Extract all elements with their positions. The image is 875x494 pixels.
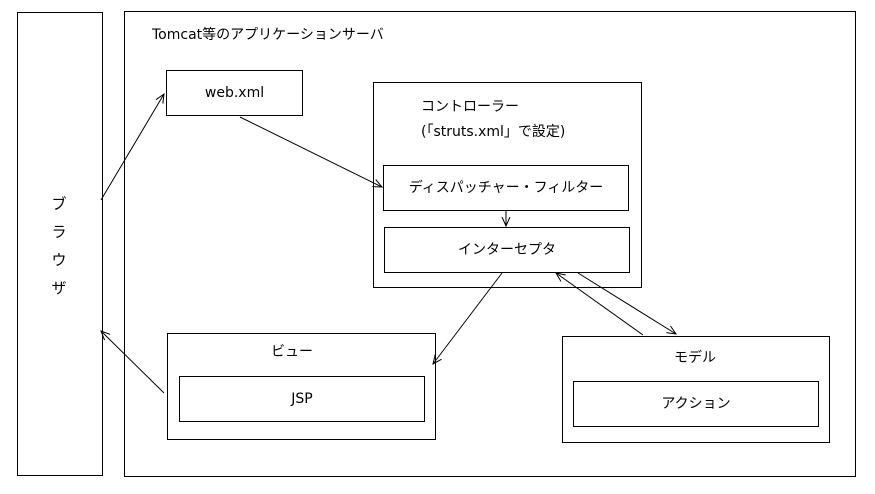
arrow-browser-to-webxml	[100, 94, 164, 201]
action-label: アクション	[661, 396, 731, 412]
arrow-interceptor-to-view	[433, 272, 503, 364]
webxml-box: web.xml	[166, 70, 303, 116]
controller-note: (「struts.xml」で設定)	[421, 124, 566, 140]
jsp-label: JSP	[291, 391, 313, 407]
controller-label: コントローラー	[421, 99, 519, 115]
browser-label: ブ ラ ウ ザ	[51, 195, 67, 297]
interceptor-label: インターセプタ	[458, 242, 556, 258]
dispatcher-filter-label: ディスパッチャー・フィルター	[408, 180, 604, 196]
arrow-view-to-browser	[101, 331, 165, 394]
arrow-model-to-interceptor	[556, 273, 644, 336]
model-label: モデル	[674, 350, 716, 366]
webxml-label: web.xml	[204, 85, 265, 101]
browser-box	[17, 12, 103, 476]
interceptor-box: インターセプタ	[384, 227, 630, 273]
jsp-box: JSP	[179, 376, 425, 422]
arrow-webxml-to-dispatcher	[239, 116, 382, 187]
arrow-interceptor-to-model	[577, 272, 676, 334]
dispatcher-filter-box: ディスパッチャー・フィルター	[383, 165, 629, 211]
server-label: Tomcat等のアプリケーションサーバ	[152, 27, 384, 43]
action-box: アクション	[573, 381, 819, 427]
view-label: ビュー	[271, 344, 313, 360]
